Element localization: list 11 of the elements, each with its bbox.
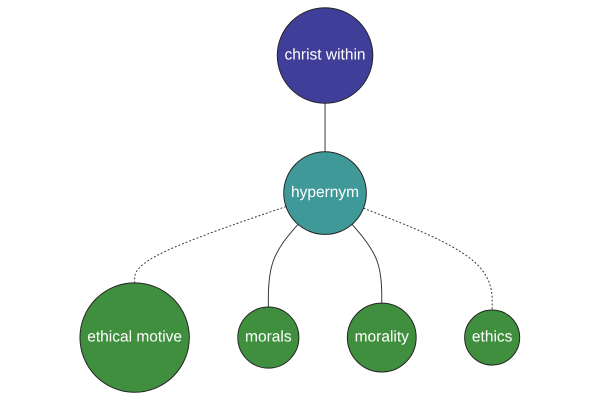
node-circle: ethical motive bbox=[80, 282, 190, 393]
connector bbox=[363, 208, 493, 311]
node-circle: christ within bbox=[276, 7, 374, 104]
connector bbox=[352, 224, 382, 304]
connector bbox=[134, 206, 287, 284]
connector bbox=[268, 224, 299, 308]
node-circle: morality bbox=[347, 302, 417, 372]
node-circle: morals bbox=[237, 306, 300, 369]
node-circle: hypernym bbox=[283, 151, 368, 235]
connector bbox=[324, 102, 326, 152]
node-circle: ethics bbox=[464, 310, 520, 366]
